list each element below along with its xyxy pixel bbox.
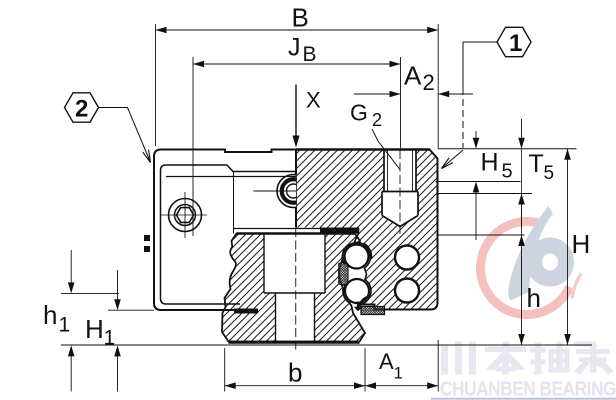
svg-text:T: T xyxy=(529,150,544,178)
svg-text:h: h xyxy=(527,283,541,313)
svg-text:J: J xyxy=(288,34,301,62)
svg-text:1: 1 xyxy=(104,327,116,350)
svg-text:5: 5 xyxy=(544,163,555,184)
svg-text:H: H xyxy=(481,149,499,177)
svg-text:5: 5 xyxy=(502,161,513,183)
svg-text:1: 1 xyxy=(59,314,71,337)
svg-text:X: X xyxy=(306,88,321,113)
svg-text:2: 2 xyxy=(372,110,382,130)
svg-text:A: A xyxy=(379,349,394,374)
svg-text:b: b xyxy=(288,358,302,388)
svg-text:A: A xyxy=(404,61,422,91)
svg-text:G: G xyxy=(350,100,368,126)
svg-text:2: 2 xyxy=(423,70,435,95)
svg-text:h: h xyxy=(43,300,57,330)
svg-text:B: B xyxy=(303,43,317,66)
svg-text:H: H xyxy=(85,314,104,344)
svg-text:CHUANBEN BEARING: CHUANBEN BEARING xyxy=(440,378,616,400)
svg-text:1: 1 xyxy=(509,30,522,57)
svg-text:1: 1 xyxy=(394,364,403,383)
svg-text:B: B xyxy=(292,3,309,33)
svg-text:2: 2 xyxy=(75,96,88,123)
svg-text:H: H xyxy=(572,229,591,259)
